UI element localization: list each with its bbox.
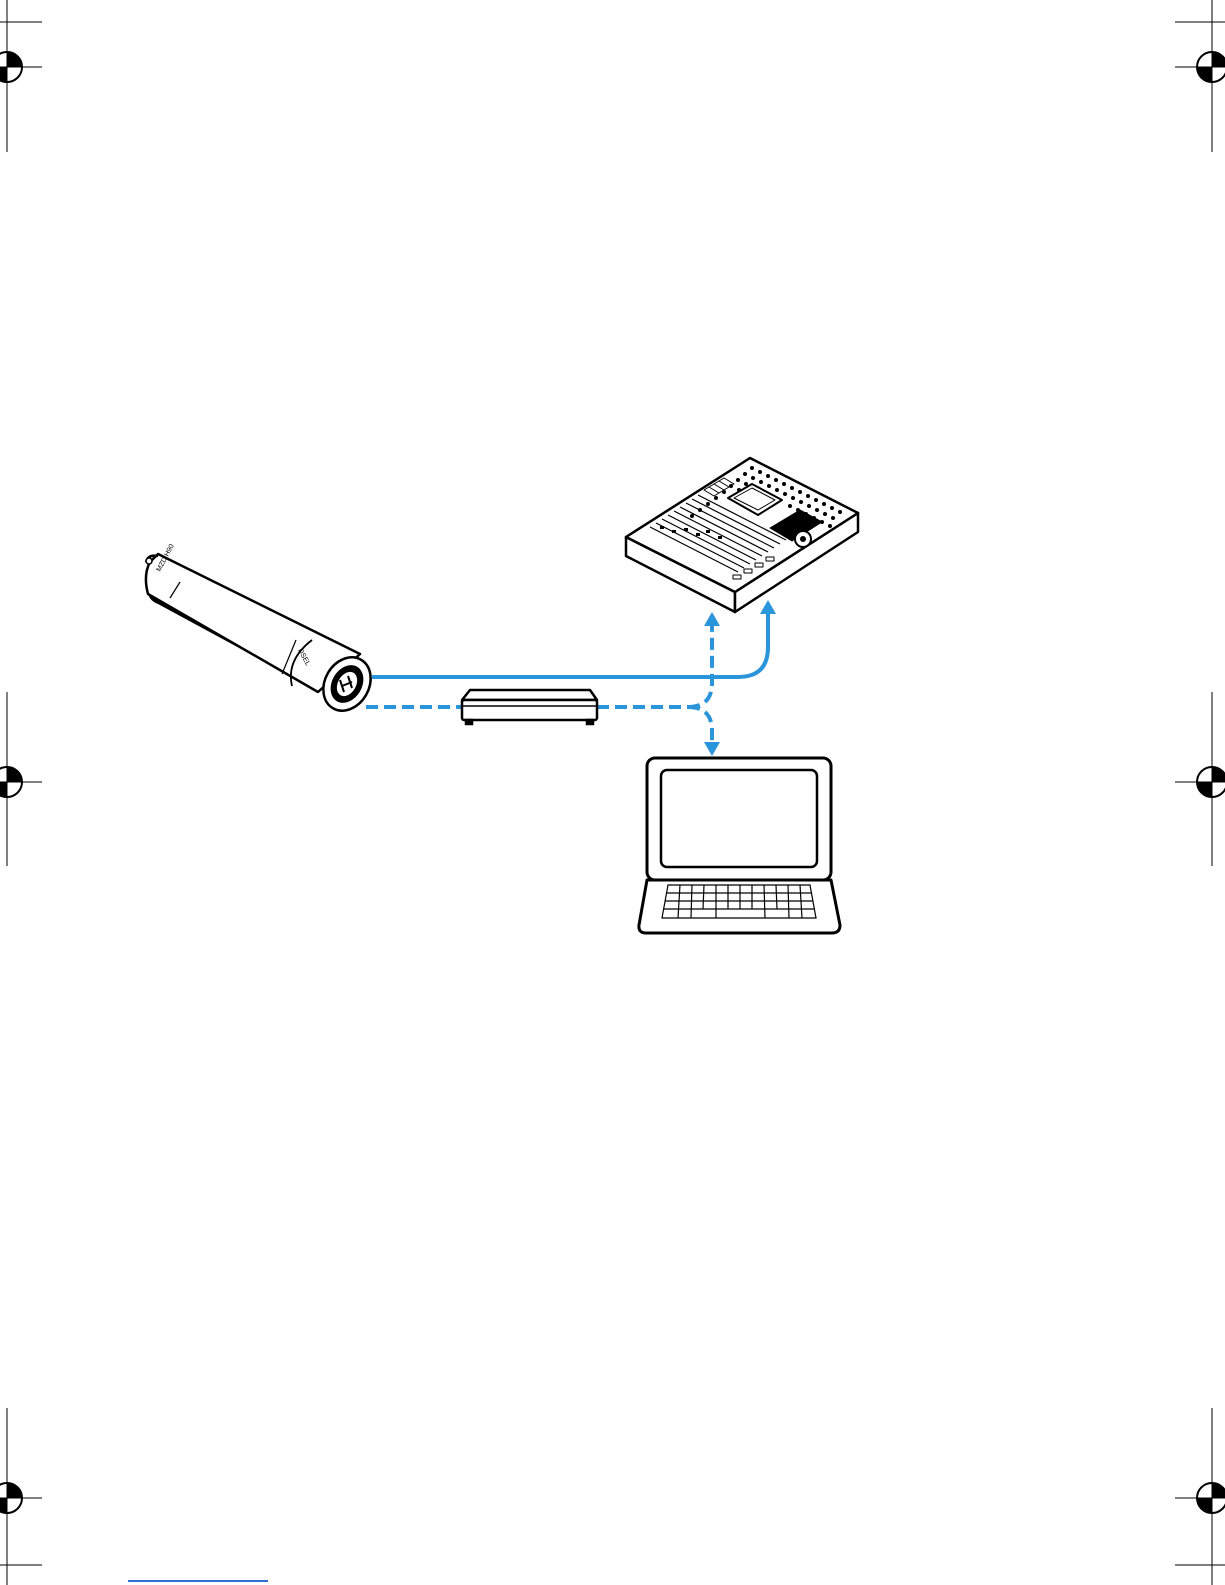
network-switch-body: [462, 700, 597, 720]
laptop-screen: [661, 770, 817, 867]
edge-switch-to-console: [688, 626, 712, 707]
registration-mark-middle-right: [1175, 692, 1225, 866]
arrowhead-console-dashed: [704, 612, 720, 626]
registration-mark-bottom-left: [0, 1408, 42, 1585]
registration-mark-top-right: [1175, 0, 1225, 152]
arrowhead-laptop: [704, 742, 720, 756]
registration-mark-bottom-right: [1175, 1408, 1225, 1585]
network-switch: [462, 690, 597, 724]
arrowhead-console-solid: [760, 600, 776, 614]
footer-link-underline: [128, 1580, 268, 1582]
registration-mark-middle-left: [0, 692, 42, 866]
connections: [366, 600, 776, 756]
microphone: MZD H90 DSEL: [146, 543, 380, 719]
edge-switch-to-laptop: [688, 707, 712, 742]
registration-mark-top-left: [0, 0, 42, 152]
mixing-console: [626, 458, 858, 612]
laptop: [639, 758, 840, 933]
network-switch-top: [462, 690, 597, 700]
